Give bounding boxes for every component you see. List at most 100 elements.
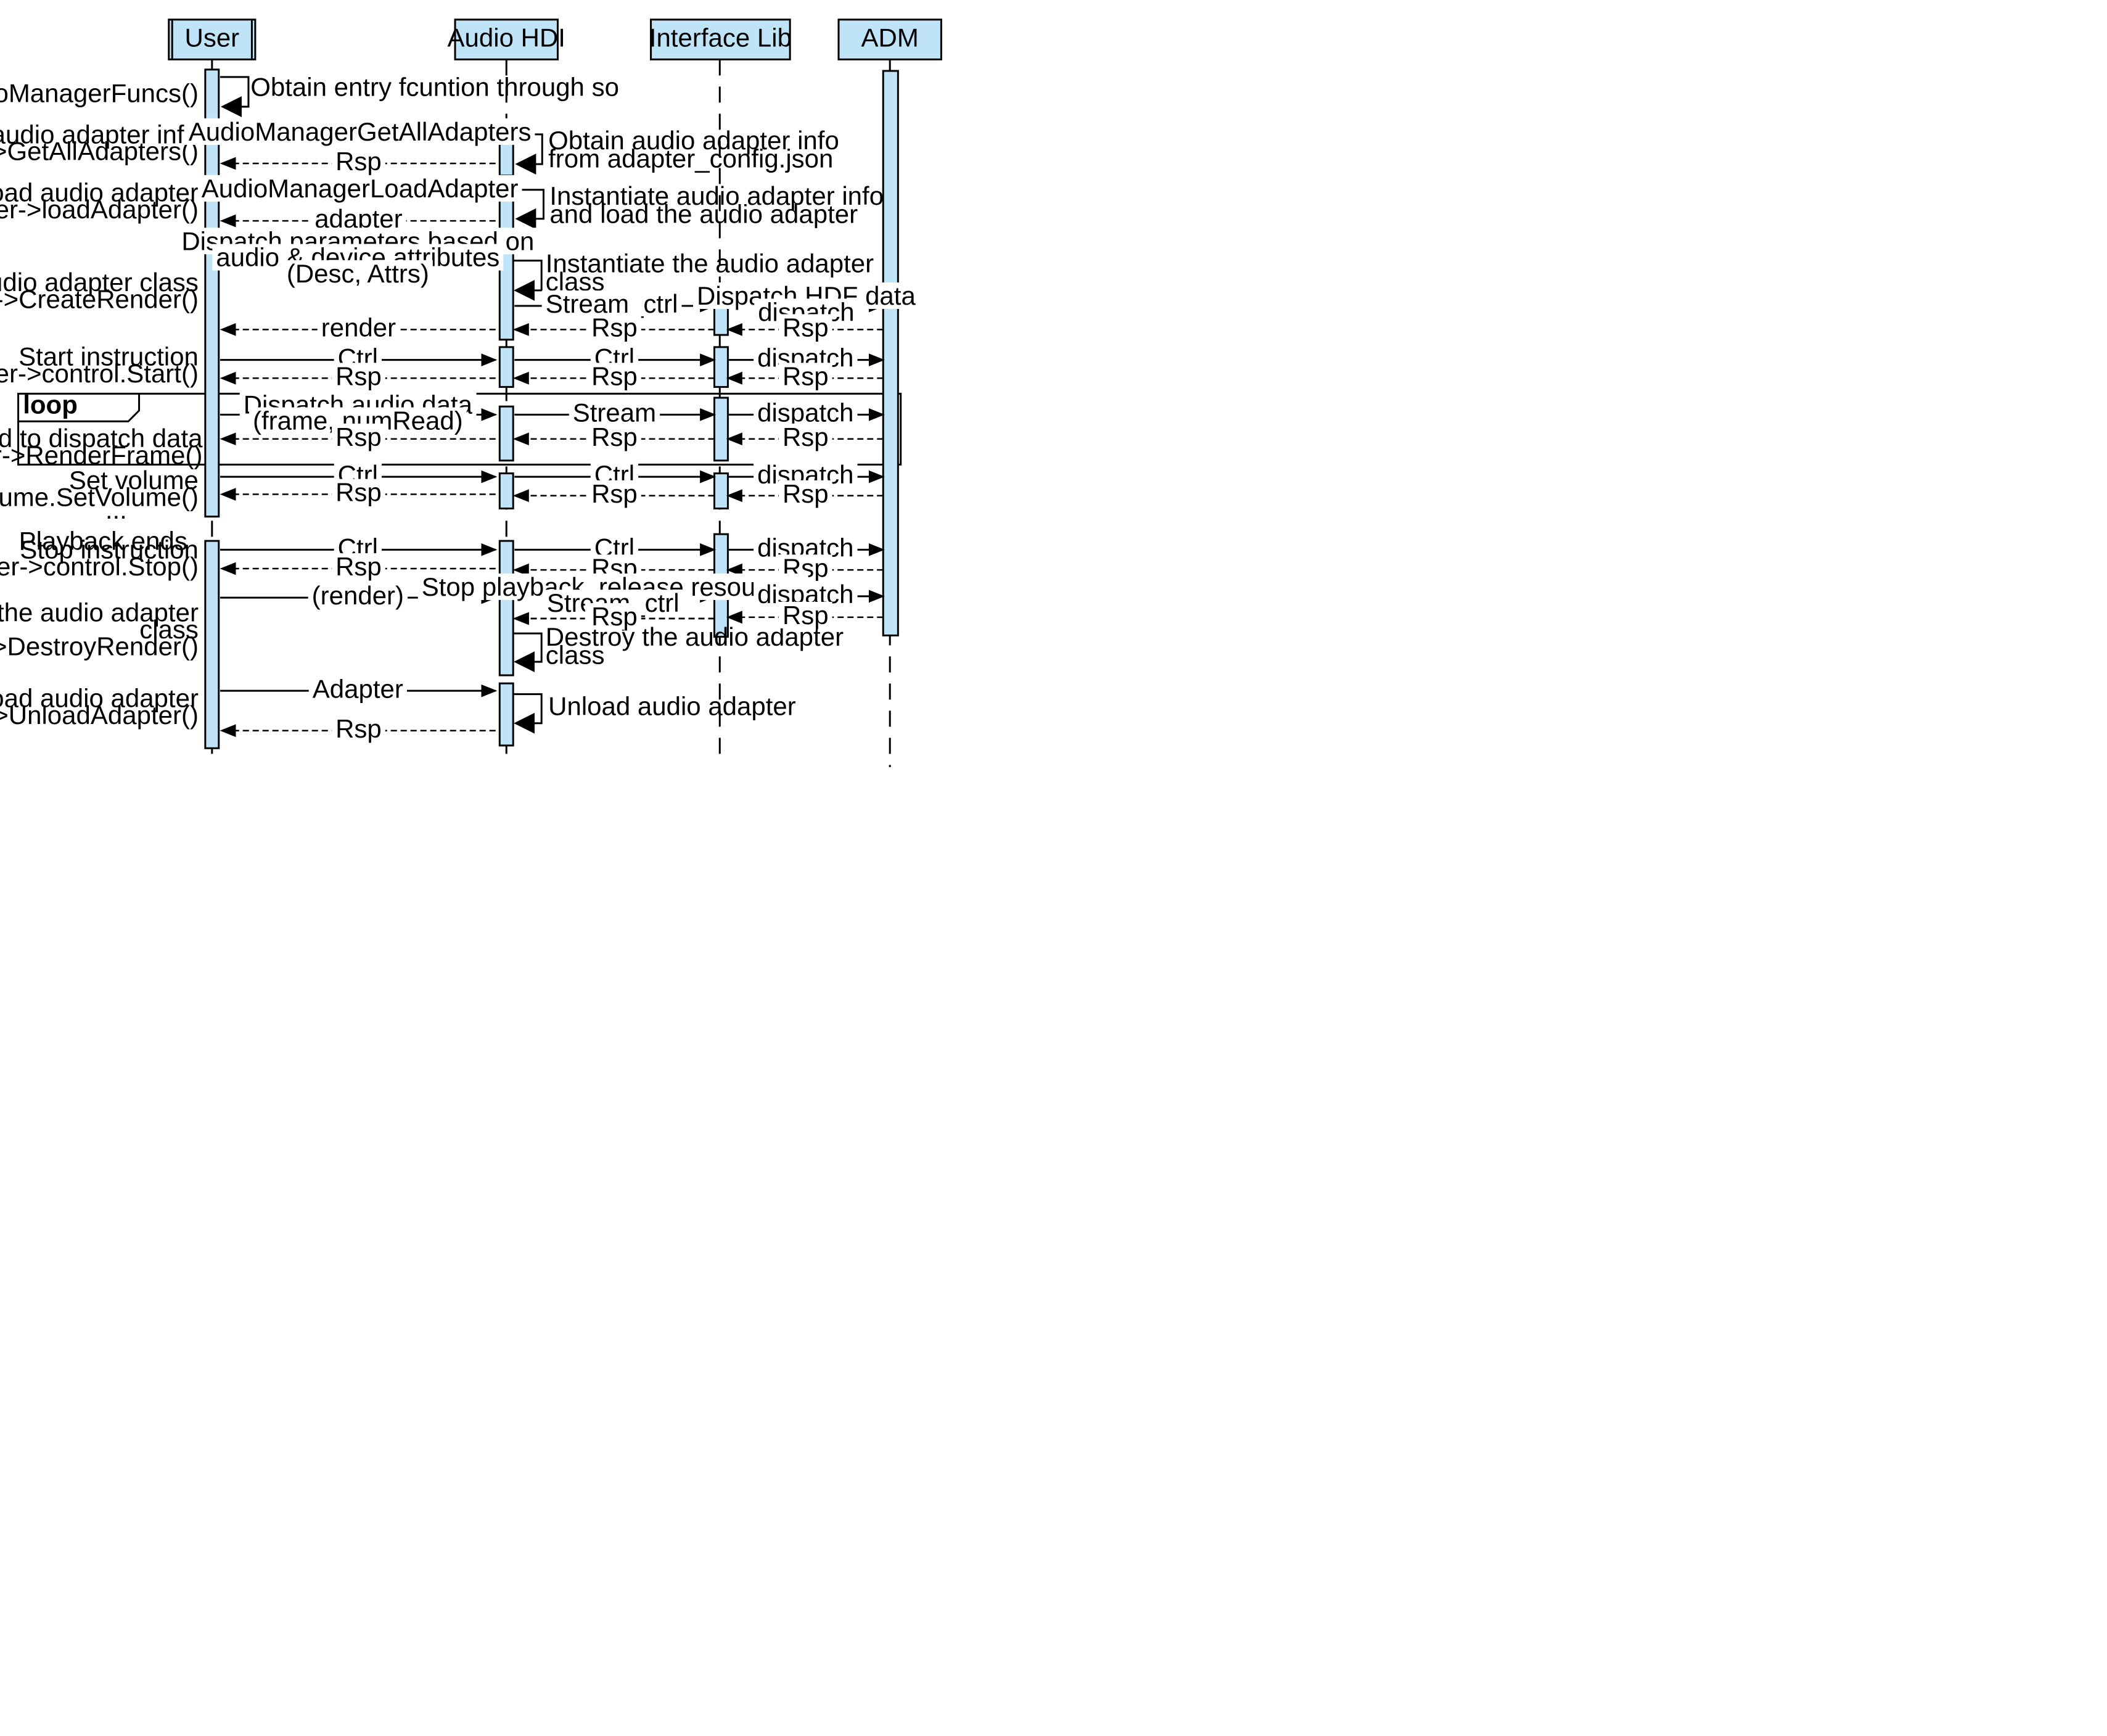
self-call-label: Instantiate audio adapter info [549, 181, 884, 210]
message-label: Rsp [782, 313, 829, 342]
message-label: Adapter [313, 674, 403, 703]
self-call-arrow [220, 76, 250, 118]
label-background [332, 148, 385, 175]
label-background [332, 363, 385, 390]
label-background [197, 175, 522, 202]
self-call-arrow [514, 189, 544, 229]
activation-bar [498, 472, 514, 510]
message-label: Rsp [591, 479, 638, 508]
participant-label-adm: ADM [861, 23, 919, 52]
activation-bar [882, 70, 899, 636]
message-label: (Desc, Attrs) [287, 259, 429, 288]
step-label: adapter->CreateRender() [0, 284, 199, 313]
label-background [588, 363, 641, 390]
participant-user [168, 19, 257, 60]
participant-adm [837, 19, 942, 60]
step-label: adapter->DestroyRender() [0, 631, 199, 660]
step-label: manager->UnloadAdapter() [0, 701, 199, 730]
label-background [332, 715, 385, 742]
label-background [778, 423, 832, 450]
activation-bar [204, 540, 220, 749]
message-label: Rsp [782, 479, 829, 508]
label-background [282, 260, 433, 287]
step-label: render->control.Stop() [0, 552, 199, 581]
label-background [541, 290, 682, 318]
participant-label-user: User [184, 23, 239, 52]
participant-hdi [454, 19, 559, 60]
activation-bar [498, 405, 514, 462]
loop-label: loop [23, 390, 78, 419]
label-background [311, 205, 406, 232]
label-background [778, 314, 832, 341]
label-background [332, 479, 385, 506]
activation-bar [713, 346, 729, 388]
message-label: AudioManagerGetAllAdapters [189, 117, 532, 146]
message-label: Rsp [591, 422, 638, 451]
step-label: Playback ends [19, 526, 187, 555]
message-label: Rsp [591, 602, 638, 631]
self-call-label: and load the audio adapter [549, 199, 858, 228]
activation-bar [713, 397, 729, 462]
step-label: GetAudioManagerFuncs() [0, 78, 199, 107]
label-background [332, 553, 385, 580]
message-label: Rsp [782, 422, 829, 451]
step-label: Start a thread to dispatch data [0, 424, 203, 453]
label-background [588, 480, 641, 507]
self-call-label: Unload audio adapter [548, 692, 796, 721]
message-label: Rsp [335, 361, 382, 390]
label-background [754, 399, 858, 426]
self-call-label: class [546, 641, 605, 670]
label-background [308, 582, 408, 609]
label-background [588, 423, 641, 450]
message-label: render [321, 313, 396, 342]
step-label: Manager->loadAdapter() [0, 195, 199, 224]
label-background [778, 601, 832, 628]
step-label: Destroy the audio adapter [0, 598, 199, 627]
label-background [588, 314, 641, 341]
label-background [332, 423, 385, 450]
self-call-label: from adapter_config.json [548, 144, 833, 173]
message-label: Rsp [591, 361, 638, 390]
step-label: render->RenderFrame() [0, 440, 203, 469]
message-label: AudioManagerLoadAdapter [202, 174, 519, 203]
message-label: Rsp [591, 313, 638, 342]
message-label: Stream_ctrl [546, 289, 678, 318]
label-background [778, 363, 832, 390]
step-label: Set volume [69, 466, 199, 495]
loop-frame-tab [18, 393, 141, 422]
message-label: Rsp [335, 147, 382, 176]
label-background [308, 675, 407, 702]
self-call-arrow [513, 632, 543, 673]
participant-label-lib: Interface Lib [649, 23, 792, 52]
step-label: ... [105, 495, 127, 524]
message-label: Rsp [335, 478, 382, 507]
label-background [778, 480, 832, 507]
step-label: Stop instruction [20, 535, 199, 564]
label-background [184, 118, 535, 145]
message-label: Rsp [335, 422, 382, 451]
message-label: (render) [312, 581, 404, 610]
self-call-label: Obtain audio adapter info [548, 126, 839, 155]
label-background [588, 603, 641, 630]
self-call-arrow [513, 693, 543, 734]
message-label: Rsp [335, 552, 382, 581]
label-background [317, 314, 400, 341]
step-label: render->control.Start() [0, 359, 199, 388]
self-call-label: Obtain entry fcuntion through so [250, 73, 619, 102]
activation-bar [498, 346, 514, 388]
label-background [569, 399, 660, 426]
message-label: Stream [573, 398, 656, 427]
activation-bar [713, 472, 729, 510]
message-label: Rsp [782, 361, 829, 390]
participant-label-hdi: Audio HDI [448, 23, 565, 52]
message-label: dispatch [757, 398, 853, 427]
step-label: render->volume.SetVolume() [0, 482, 199, 511]
step-label: Manager->GetAllAdapters() [0, 137, 199, 166]
self-call-label: Instantiate the audio adapter [546, 249, 874, 278]
step-label: Create audio adapter class [0, 268, 199, 297]
step-label: class [139, 615, 199, 644]
message-label: Rsp [335, 714, 382, 743]
self-call-arrow [513, 260, 543, 301]
activation-bar [498, 682, 514, 747]
